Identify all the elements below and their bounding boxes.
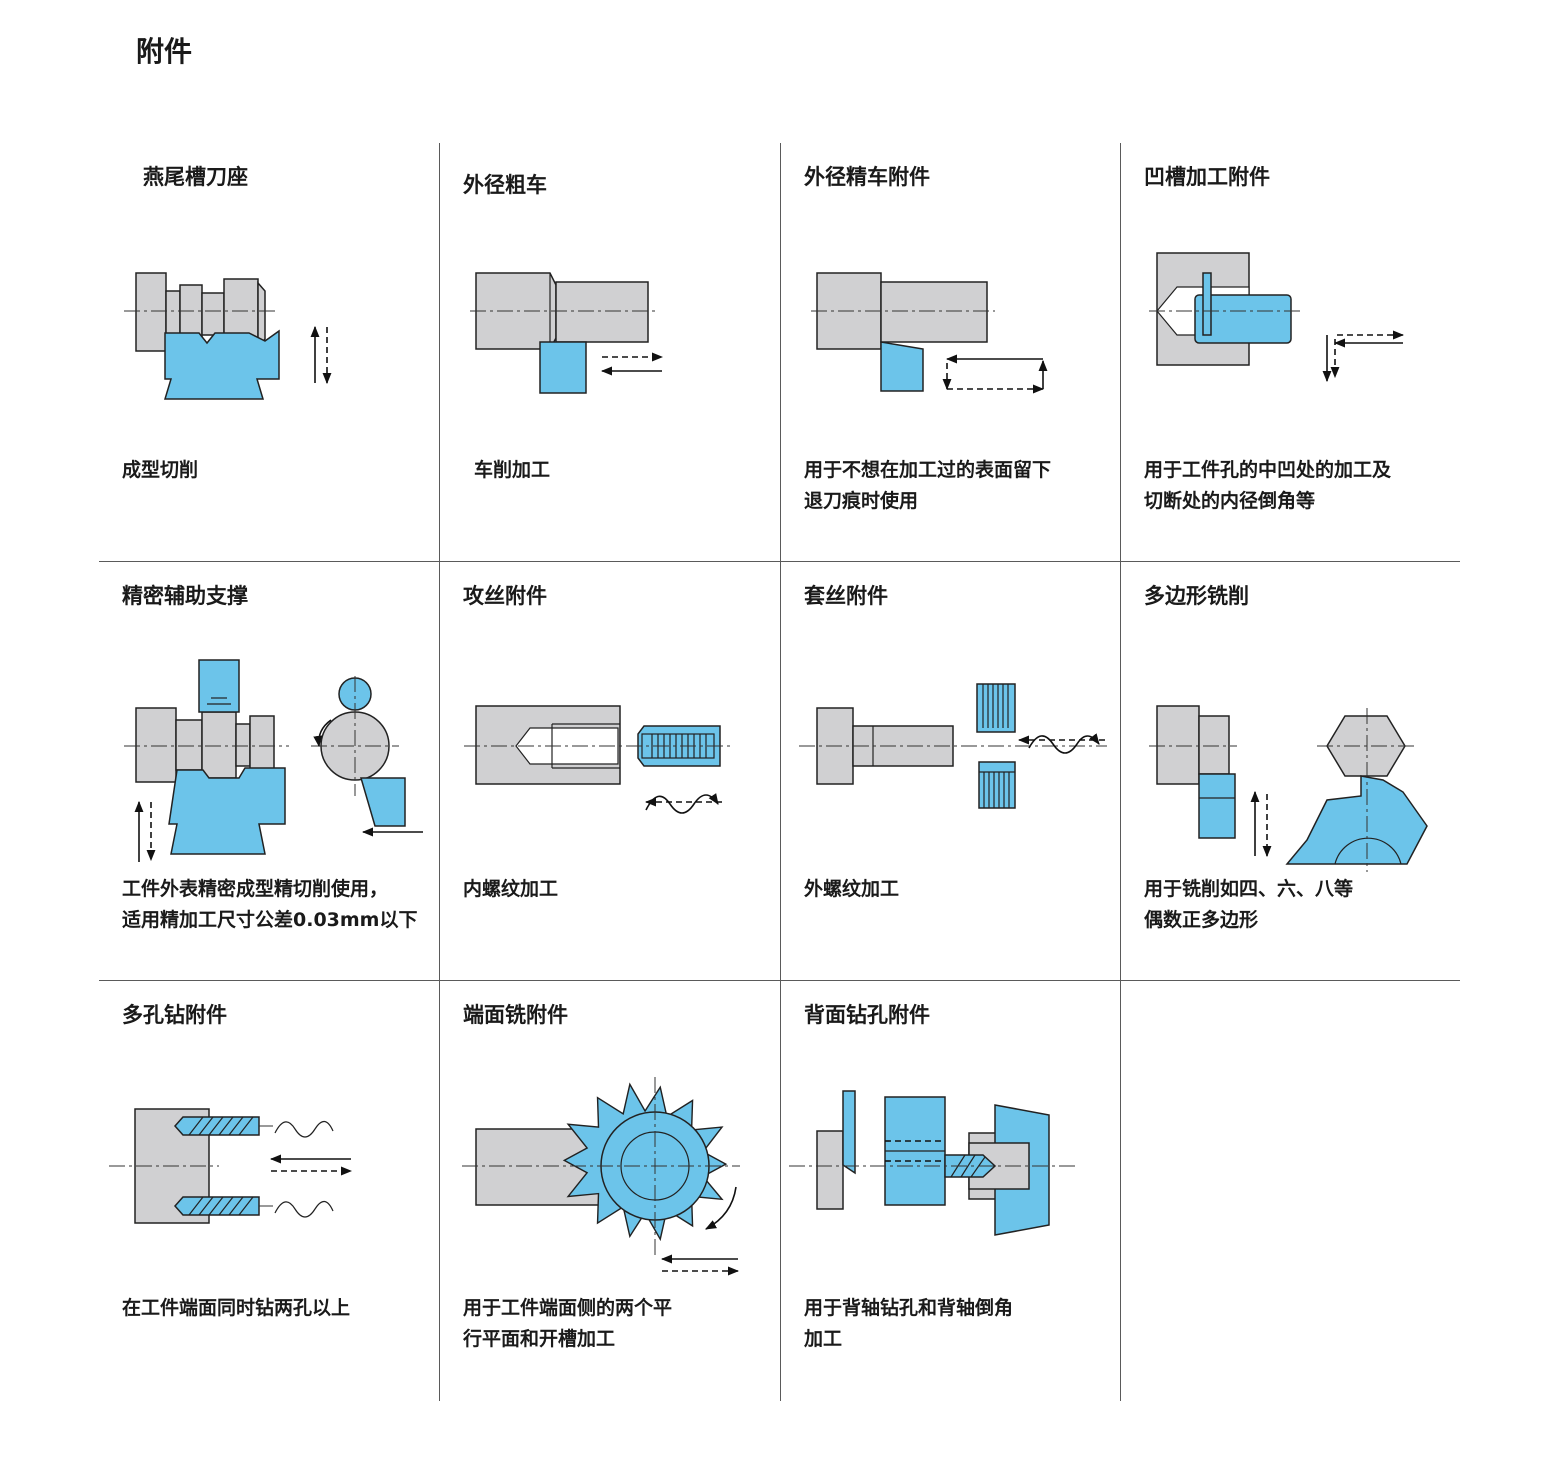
face-mill-diagram xyxy=(440,1069,780,1299)
grid-divider xyxy=(1120,143,1121,1401)
card-description: 内螺纹加工 xyxy=(463,878,559,900)
multi-drill-diagram xyxy=(99,1069,439,1299)
card-description: 工件外表精密成型精切削使用， 适用精加工尺寸公差0.03mm以下 xyxy=(122,878,418,931)
card-title: 燕尾槽刀座 xyxy=(143,165,248,189)
accessory-card-groove: 凹槽加工附件 用于工件孔的中凹处的加工及 切断处的内径倒角等 xyxy=(1121,143,1461,562)
card-title: 攻丝附件 xyxy=(463,584,547,608)
accessory-card-dovetail: 燕尾槽刀座 成型切削 xyxy=(99,143,439,562)
card-description: 外螺纹加工 xyxy=(804,878,900,900)
card-description: 用于工件孔的中凹处的加工及 切断处的内径倒角等 xyxy=(1144,459,1392,512)
card-title: 外径粗车 xyxy=(463,173,547,197)
card-description: 用于铣削如四、六、八等 偶数正多边形 xyxy=(1144,878,1354,931)
polygon-diagram xyxy=(1121,650,1461,880)
accessory-card-back-drill: 背面钻孔附件 用于背轴钻孔和背轴倒角 加工 xyxy=(781,981,1121,1400)
grid-divider xyxy=(780,143,781,1401)
accessory-card-multi-drill: 多孔钻附件 xyxy=(99,981,439,1400)
card-description: 用于不想在加工过的表面留下 退刀痕时使用 xyxy=(804,459,1052,512)
od-finish-diagram xyxy=(781,231,1121,461)
grid-divider xyxy=(99,980,1460,981)
groove-diagram xyxy=(1121,231,1461,461)
card-title: 端面铣附件 xyxy=(463,1003,568,1027)
card-title: 背面钻孔附件 xyxy=(804,1003,930,1027)
dovetail-diagram xyxy=(99,231,439,461)
back-drill-diagram xyxy=(781,1069,1121,1299)
card-description: 用于工件端面侧的两个平 行平面和开槽加工 xyxy=(463,1297,673,1350)
card-title: 多边形铣削 xyxy=(1144,584,1249,608)
empty-cell xyxy=(1121,981,1461,1400)
accessory-card-precision-support: 精密辅助支撑 xyxy=(99,562,439,981)
tapping-diagram xyxy=(440,650,780,880)
grid-divider xyxy=(439,143,440,1401)
page-title: 附件 xyxy=(136,35,193,68)
card-description: 成型切削 xyxy=(122,459,199,481)
precision-support-diagram xyxy=(99,650,439,880)
accessory-card-od-rough: 外径粗车 车削加工 xyxy=(440,143,780,562)
accessory-card-threading: 套丝附件 xyxy=(781,562,1121,981)
od-rough-diagram xyxy=(440,231,780,461)
card-title: 多孔钻附件 xyxy=(122,1003,227,1027)
card-description: 用于背轴钻孔和背轴倒角 加工 xyxy=(804,1297,1014,1350)
card-title: 套丝附件 xyxy=(804,584,888,608)
accessory-card-tapping: 攻丝附件 内螺 xyxy=(440,562,780,981)
card-description: 在工件端面同时钻两孔以上 xyxy=(122,1297,351,1319)
accessory-card-face-mill: 端面铣附件 用于工件端面侧的两个平 行平面和开槽加工 xyxy=(440,981,780,1400)
grid-divider xyxy=(99,561,1460,562)
card-description: 车削加工 xyxy=(474,459,551,481)
card-title: 精密辅助支撑 xyxy=(122,584,248,608)
accessory-card-polygon: 多边形铣削 用于铣削如四、六、八等 偶数正多边形 xyxy=(1121,562,1461,981)
threading-diagram xyxy=(781,650,1121,880)
accessory-card-od-finish: 外径精车附件 用于不想在加工过的表面留下 退刀痕时使用 xyxy=(781,143,1121,562)
card-title: 凹槽加工附件 xyxy=(1144,165,1270,189)
card-title: 外径精车附件 xyxy=(804,165,930,189)
accessory-grid: 燕尾槽刀座 成型切削 外径粗车 xyxy=(99,143,1460,1401)
